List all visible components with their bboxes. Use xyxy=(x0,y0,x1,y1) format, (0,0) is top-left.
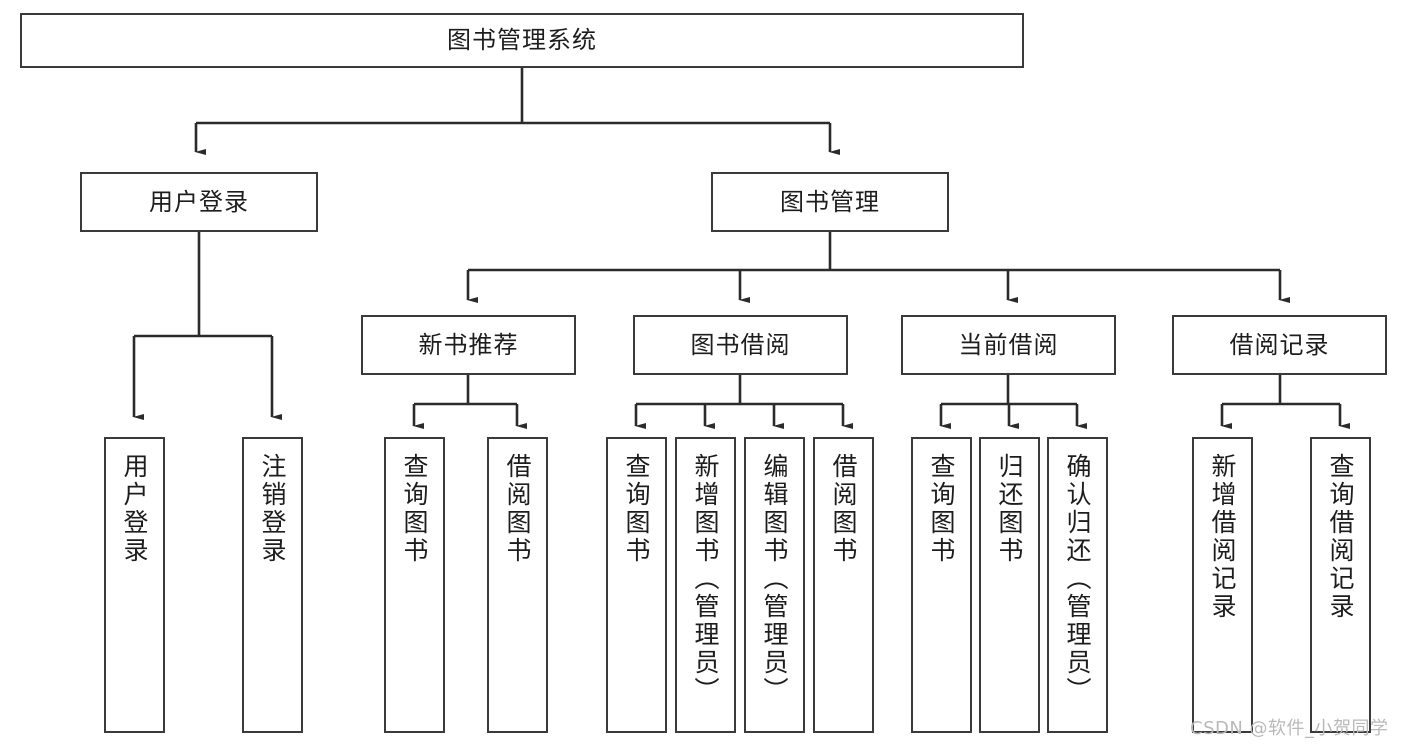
node-leaf-current-query-book[interactable]: 查询图书 xyxy=(911,437,972,733)
node-leaf-recommend-query-book-label: 查询图书 xyxy=(400,453,429,565)
node-leaf-user-login-label: 用户登录 xyxy=(120,453,149,565)
node-book-management-label: 图书管理 xyxy=(780,187,880,216)
node-leaf-borrow-edit-book[interactable]: 编辑图书（管理员） xyxy=(744,437,805,733)
node-leaf-borrow-add-book-label: 新增图书（管理员） xyxy=(691,453,720,705)
node-root-label: 图书管理系统 xyxy=(447,26,597,55)
node-leaf-borrow-query-book[interactable]: 查询图书 xyxy=(606,437,667,733)
node-user-login-label: 用户登录 xyxy=(149,187,249,216)
node-leaf-record-query-label: 查询借阅记录 xyxy=(1326,453,1355,621)
node-leaf-borrow-query-book-label: 查询图书 xyxy=(622,453,651,565)
node-borrow-record[interactable]: 借阅记录 xyxy=(1172,315,1387,375)
node-leaf-current-query-book-label: 查询图书 xyxy=(927,453,956,565)
node-leaf-recommend-borrow-book[interactable]: 借阅图书 xyxy=(487,437,548,733)
node-leaf-borrow-add-book[interactable]: 新增图书（管理员） xyxy=(675,437,736,733)
node-leaf-record-query[interactable]: 查询借阅记录 xyxy=(1310,437,1371,733)
node-user-login[interactable]: 用户登录 xyxy=(80,172,318,232)
node-leaf-current-confirm-return-label: 确认归还（管理员） xyxy=(1063,453,1092,705)
node-book-borrow-label: 图书借阅 xyxy=(690,330,791,359)
node-new-book-recommend-label: 新书推荐 xyxy=(418,330,519,359)
node-borrow-record-label: 借阅记录 xyxy=(1229,330,1330,359)
node-leaf-current-return-book[interactable]: 归还图书 xyxy=(979,437,1040,733)
node-leaf-user-login[interactable]: 用户登录 xyxy=(104,437,165,733)
node-book-management[interactable]: 图书管理 xyxy=(711,172,949,232)
node-book-borrow[interactable]: 图书借阅 xyxy=(633,315,848,375)
node-leaf-logout[interactable]: 注销登录 xyxy=(242,437,303,733)
node-leaf-recommend-query-book[interactable]: 查询图书 xyxy=(384,437,445,733)
node-root[interactable]: 图书管理系统 xyxy=(20,13,1024,68)
node-leaf-recommend-borrow-book-label: 借阅图书 xyxy=(503,453,532,565)
node-leaf-current-return-book-label: 归还图书 xyxy=(995,453,1024,565)
node-leaf-record-add-label: 新增借阅记录 xyxy=(1208,453,1237,621)
node-leaf-current-confirm-return[interactable]: 确认归还（管理员） xyxy=(1047,437,1108,733)
node-leaf-borrow-borrow-book-label: 借阅图书 xyxy=(829,453,858,565)
node-leaf-borrow-edit-book-label: 编辑图书（管理员） xyxy=(760,453,789,705)
csdn-watermark: CSDN @软件_小贺同学 xyxy=(1190,718,1389,739)
node-leaf-logout-label: 注销登录 xyxy=(258,453,287,565)
node-new-book-recommend[interactable]: 新书推荐 xyxy=(361,315,576,375)
node-current-borrow-label: 当前借阅 xyxy=(958,330,1059,359)
node-leaf-borrow-borrow-book[interactable]: 借阅图书 xyxy=(813,437,874,733)
node-current-borrow[interactable]: 当前借阅 xyxy=(901,315,1116,375)
node-leaf-record-add[interactable]: 新增借阅记录 xyxy=(1192,437,1253,733)
